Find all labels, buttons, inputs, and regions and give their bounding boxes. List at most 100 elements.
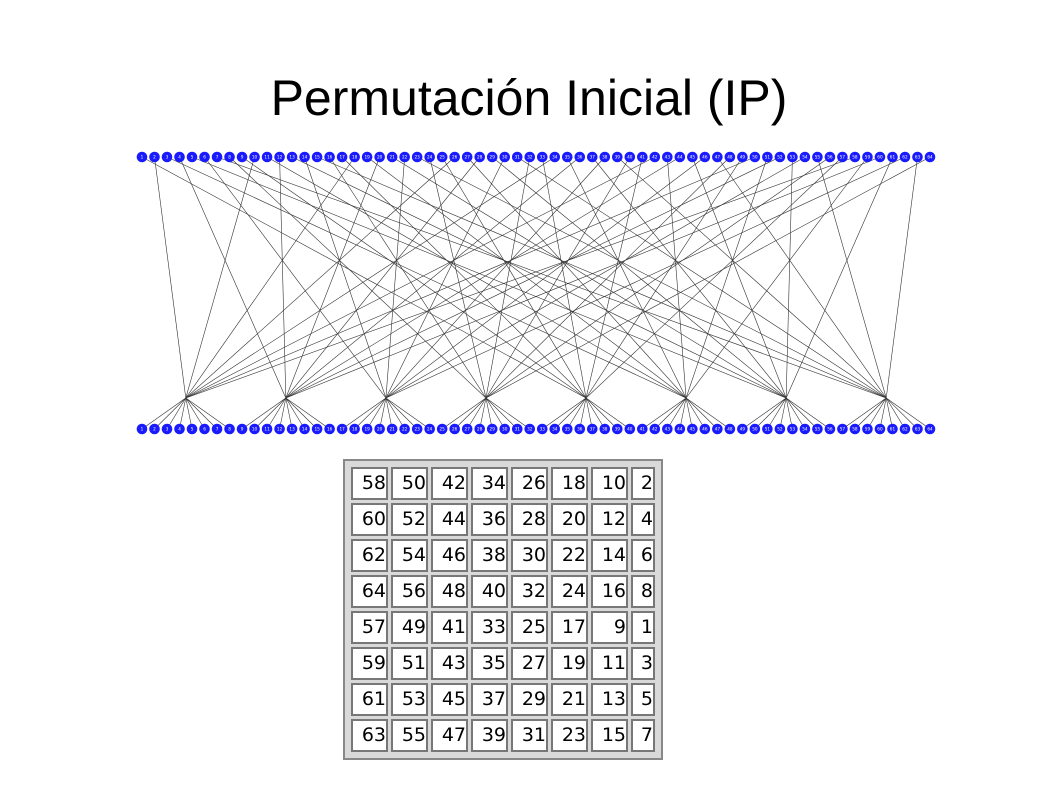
bottom-node: [586, 423, 598, 435]
edge-top-to-hub: [785, 156, 893, 399]
edge-top-to-hub: [285, 156, 781, 399]
bottom-node-label: 9: [241, 427, 244, 432]
edge-hub-to-bottom: [285, 397, 318, 430]
bottom-node: [174, 423, 185, 435]
bottom-node: [762, 423, 773, 435]
edge-hub-to-bottom: [542, 397, 587, 430]
ip-table-cell: 40: [471, 575, 508, 608]
top-node-label: 51: [765, 155, 771, 160]
ip-table-cell: 38: [471, 539, 508, 572]
edge-top-to-hub: [585, 156, 743, 399]
bottom-node: [274, 423, 285, 435]
bottom-node-label: 2: [153, 427, 156, 432]
top-node: [361, 151, 373, 163]
bottom-node: [561, 423, 573, 435]
bottom-node: [774, 423, 786, 435]
bottom-node: [549, 423, 561, 435]
top-node-label: 3: [166, 155, 169, 160]
top-node: [186, 151, 198, 163]
bottom-node-label: 42: [652, 427, 658, 432]
bottom-node-label: 57: [840, 427, 846, 432]
edge-top-to-hub: [154, 156, 187, 399]
edge-top-to-hub: [385, 156, 405, 399]
edge-top-to-hub: [185, 156, 255, 399]
edge-top-to-hub: [485, 156, 531, 399]
edge-hub-to-bottom: [585, 397, 618, 430]
bottom-node: [824, 423, 836, 435]
edge-top-to-hub: [617, 156, 887, 399]
ip-table-cell: 32: [511, 575, 548, 608]
bottom-node-label: 3: [166, 427, 169, 432]
top-node-label: 60: [877, 155, 883, 160]
ip-table-cell: 52: [391, 503, 428, 536]
top-node: [824, 151, 836, 163]
edge-top-to-hub: [692, 156, 787, 399]
ip-table-cell: 41: [431, 611, 468, 644]
top-node: [724, 151, 736, 163]
bottom-node-label: 21: [389, 427, 395, 432]
bottom-node-label: 11: [264, 427, 270, 432]
edge-top-to-hub: [291, 156, 787, 399]
ip-table-cell: 43: [431, 647, 468, 680]
bottom-node-label: 59: [865, 427, 871, 432]
edge-top-to-hub: [185, 156, 655, 399]
edge-top-to-hub: [817, 156, 887, 399]
edge-hub-to-bottom: [254, 397, 287, 430]
ip-table-cell: 49: [391, 611, 428, 644]
bottom-node-label: 20: [377, 427, 383, 432]
bottom-node: [486, 423, 498, 435]
top-node-label: 46: [702, 155, 708, 160]
top-node: [424, 151, 435, 163]
top-node-label: 16: [327, 155, 333, 160]
edge-top-to-hub: [485, 156, 931, 399]
top-node: [274, 151, 285, 163]
bottom-node: [211, 423, 223, 435]
top-node-label: 18: [352, 155, 358, 160]
top-node: [299, 151, 310, 163]
edge-hub-to-bottom: [485, 397, 518, 430]
edge-top-to-hub: [316, 156, 887, 399]
bottom-node: [261, 423, 273, 435]
ip-table-cell: 13: [591, 683, 628, 716]
bottom-node-label: 4: [178, 427, 181, 432]
edge-hub-to-bottom: [785, 397, 818, 430]
top-node-label: 23: [415, 155, 421, 160]
bottom-node-label: 51: [765, 427, 771, 432]
top-node: [561, 151, 573, 163]
ip-table-cell: 15: [591, 719, 628, 752]
edge-hub-to-bottom: [341, 397, 387, 430]
bottom-node: [499, 423, 511, 435]
edge-hub-to-bottom: [785, 397, 806, 430]
bottom-node: [424, 423, 435, 435]
edge-top-to-hub: [304, 156, 387, 399]
bottom-node: [349, 423, 360, 435]
top-node: [762, 151, 773, 163]
bottom-node: [712, 423, 723, 435]
top-node-label: 26: [452, 155, 458, 160]
ip-table-cell: 16: [591, 575, 628, 608]
edge-hub-to-bottom: [154, 397, 186, 430]
bottom-node-label: 7: [216, 427, 219, 432]
bottom-node: [511, 423, 523, 435]
ip-table-cell: 64: [351, 575, 388, 608]
top-node: [436, 151, 448, 163]
bottom-node: [687, 423, 698, 435]
bottom-node-label: 45: [690, 427, 696, 432]
bottom-node-label: 27: [465, 427, 471, 432]
bottom-node: [662, 423, 673, 435]
bottom-node: [286, 423, 298, 435]
edge-top-to-hub: [266, 156, 687, 399]
top-node-label: 41: [640, 155, 646, 160]
ip-table-cell: 50: [391, 467, 428, 500]
top-node: [524, 151, 536, 163]
edge-hub-to-bottom: [385, 397, 430, 430]
bottom-node-label: 5: [191, 427, 194, 432]
top-node: [224, 151, 235, 163]
top-node-label: 30: [502, 155, 508, 160]
bottom-node: [737, 423, 748, 435]
edge-hub-to-bottom: [854, 397, 887, 430]
bottom-node: [374, 423, 385, 435]
